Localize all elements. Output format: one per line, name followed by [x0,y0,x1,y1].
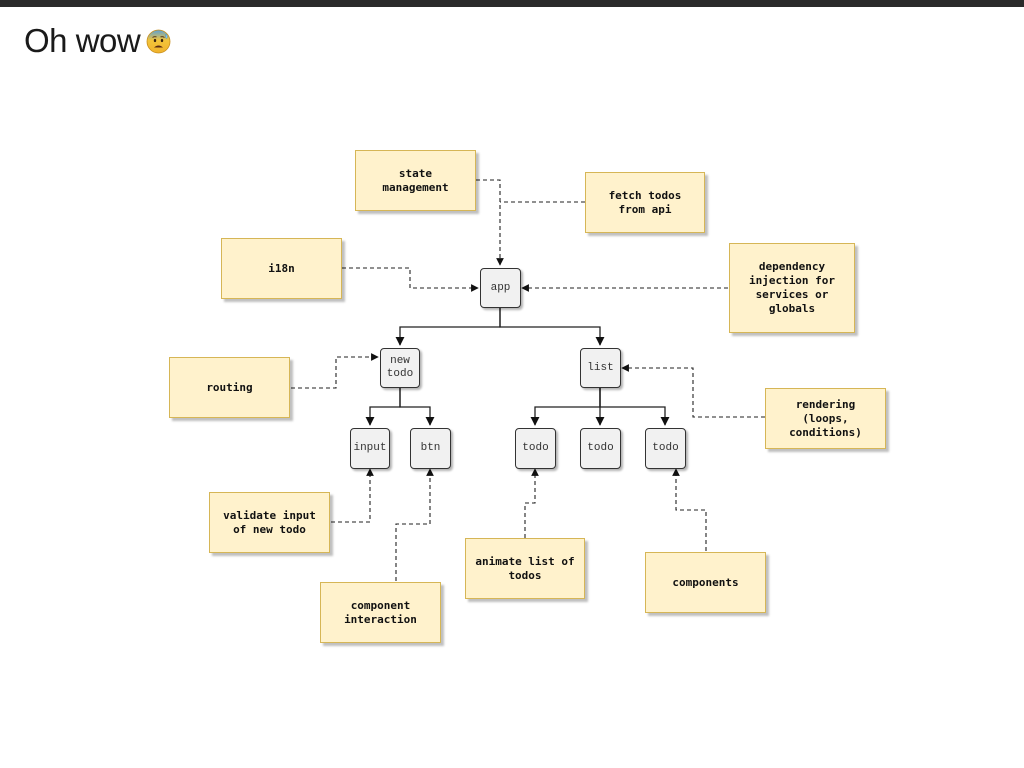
dashed-edge-rendering [621,364,765,418]
dashed-edge-components [672,468,707,551]
edge-app-to-list [499,308,605,346]
dashed-edge-i18n [342,267,479,292]
note-component-interaction: component interaction [320,582,441,643]
dashed-edge-validate-input [331,468,374,523]
node-todo-2: todo [580,428,621,469]
node-todo-1: todo [515,428,556,469]
node-app: app [480,268,521,308]
slide-title-text: Oh wow [24,22,141,59]
top-bar [0,0,1024,7]
note-routing: routing [169,357,290,418]
dashed-edge-state-management [476,179,504,266]
note-components: components [645,552,766,613]
note-rendering: rendering (loops, conditions) [765,388,886,449]
node-input: input [350,428,390,469]
node-list: list [580,348,621,388]
note-i18n: i18n [221,238,342,299]
note-animate-list: animate list of todos [465,538,585,599]
slide-title: Oh wow [24,22,171,60]
dashed-edge-component-interaction [395,468,434,581]
dashed-edge-animate-list [524,468,539,538]
anxious-face-with-sweat-icon [146,29,171,54]
edge-new-todo-to-btn [399,388,435,426]
note-validate-input: validate input of new todo [209,492,330,553]
edge-new-todo-to-input [365,388,401,426]
dashed-edge-routing [291,353,379,389]
edge-list-to-todo-3 [599,388,670,426]
note-state-management: state management [355,150,476,211]
node-btn: btn [410,428,451,469]
edge-app-to-new-todo [395,308,501,346]
note-dependency-injection: dependency injection for services or glo… [729,243,855,333]
edge-list-to-todo-1 [530,388,601,426]
node-new-todo: new todo [380,348,420,388]
node-todo-3: todo [645,428,686,469]
note-fetch-todos: fetch todos from api [585,172,705,233]
